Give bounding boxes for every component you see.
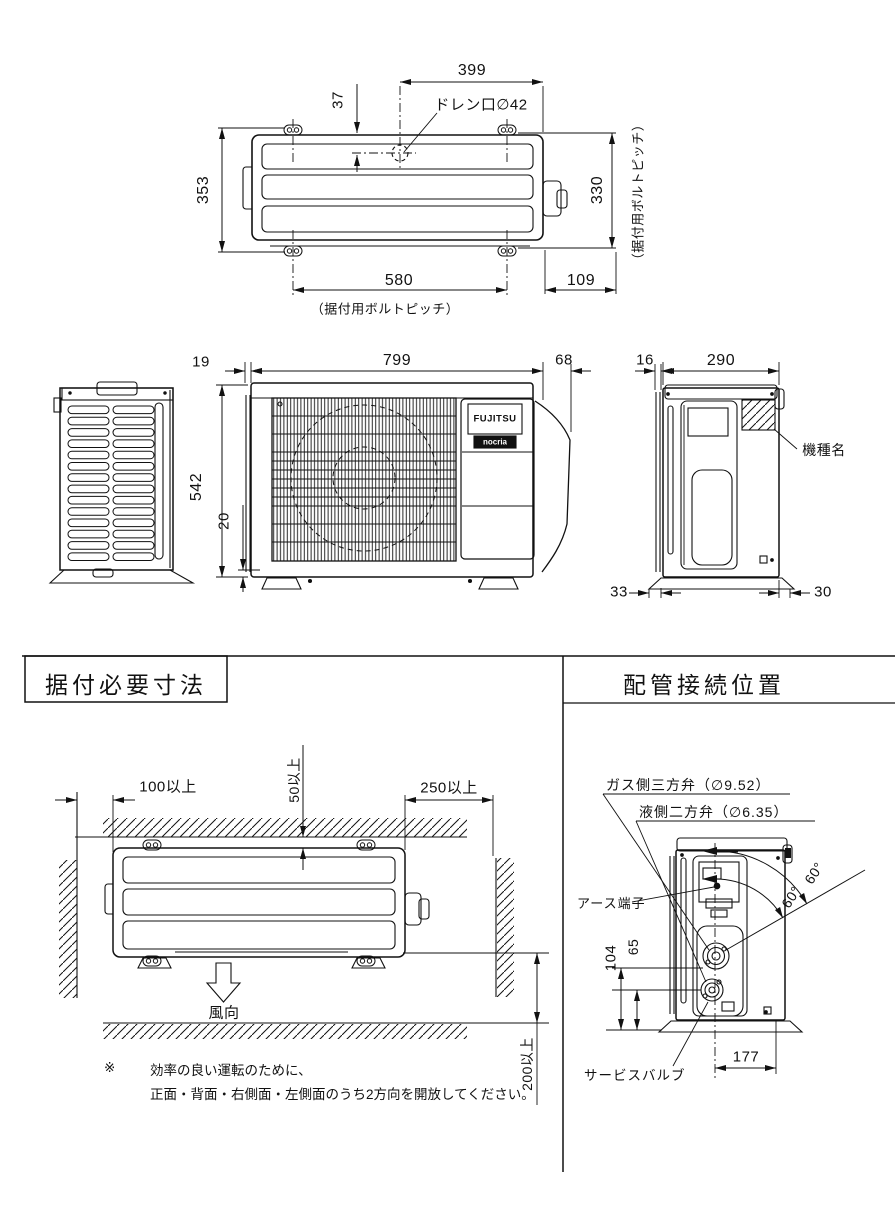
bolt-pitch-bottom-label: （据付用ボルトピッチ） xyxy=(310,301,460,317)
dim-542: 542 xyxy=(188,472,205,502)
liquid-valve-label: 液側二方弁（∅6.35） xyxy=(639,804,789,820)
dim-290: 290 xyxy=(706,352,736,369)
model-name-label: 機種名 xyxy=(802,442,846,458)
earth-terminal-label: アース端子 xyxy=(577,896,646,911)
drain-label: ドレン口∅42 xyxy=(434,96,528,114)
valve-lower xyxy=(700,978,724,1002)
front-view-drawing xyxy=(245,382,571,590)
dim-799: 799 xyxy=(382,352,412,369)
fan-grille xyxy=(271,397,457,562)
side-view-drawing xyxy=(647,384,798,590)
middle-dimensions xyxy=(216,362,810,598)
dim-16: 16 xyxy=(636,351,654,369)
section-divider xyxy=(22,655,895,1172)
dim-100min: 100以上 xyxy=(139,778,197,796)
hatch-wall-left xyxy=(59,860,77,998)
top-view-drawing xyxy=(242,86,568,296)
brand-sub-logo: nocria xyxy=(482,437,508,447)
dim-19: 19 xyxy=(192,353,210,371)
brand-logo: FUJITSU xyxy=(473,413,517,425)
wind-direction-label: 風向 xyxy=(208,1004,240,1022)
dim-68: 68 xyxy=(555,351,573,369)
top-view-dimensions xyxy=(218,79,617,294)
section-header-install: 据付必要寸法 xyxy=(45,672,207,698)
dim-33: 33 xyxy=(610,583,628,601)
dim-399: 399 xyxy=(457,62,487,79)
dim-20: 20 xyxy=(215,512,233,530)
dim-104: 104 xyxy=(602,944,620,972)
dim-109: 109 xyxy=(566,272,596,289)
dim-353: 353 xyxy=(195,175,212,205)
swing-arc-outer xyxy=(714,850,808,905)
service-valve-label: サービスバルブ xyxy=(584,1068,686,1083)
swing-ray xyxy=(725,869,866,951)
dim-330: 330 xyxy=(589,175,606,205)
wind-arrow xyxy=(205,962,242,1003)
note-mark: ※ xyxy=(104,1060,116,1075)
dim-30: 30 xyxy=(814,583,832,601)
dim-37: 37 xyxy=(329,91,347,109)
note-line-2: 正面・背面・右側面・左側面のうち2方向を開放してください。 xyxy=(150,1087,535,1102)
piping-diagram xyxy=(602,793,866,1078)
hatch-wall-right xyxy=(497,858,514,997)
hatch-ground xyxy=(103,1024,467,1039)
dim-580: 580 xyxy=(384,272,414,289)
rear-view-drawing xyxy=(48,381,196,584)
valve-upper xyxy=(702,942,730,970)
dim-177: 177 xyxy=(732,1048,760,1066)
install-diagram xyxy=(55,745,549,1105)
note-line-1: 効率の良い運転のために、 xyxy=(150,1063,312,1078)
hatch-wall-top xyxy=(103,818,467,837)
dim-50min: 50以上 xyxy=(286,757,302,803)
gas-valve-label: ガス側三方弁（∅9.52） xyxy=(606,777,771,793)
bolt-pitch-side-label: （据付用ボルトピッチ） xyxy=(630,117,646,267)
dim-250min: 250以上 xyxy=(420,779,478,797)
section-header-piping: 配管接続位置 xyxy=(623,672,785,698)
swing-arc-inner xyxy=(714,878,784,919)
front-control-panel xyxy=(460,398,535,560)
earth-screw xyxy=(713,882,721,890)
dim-65: 65 xyxy=(625,938,641,956)
